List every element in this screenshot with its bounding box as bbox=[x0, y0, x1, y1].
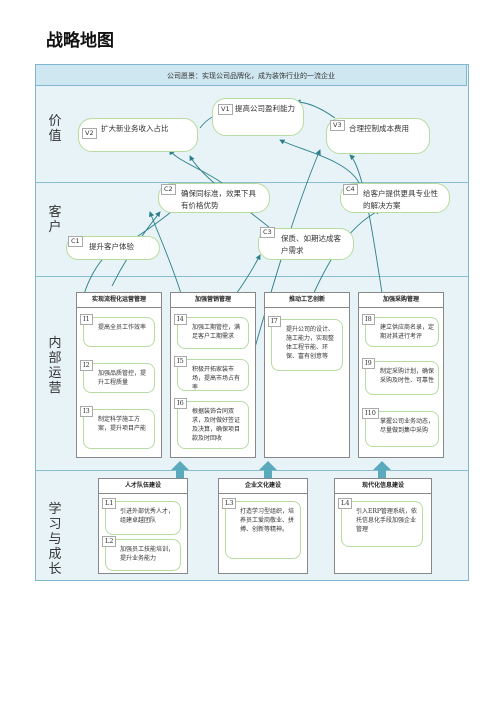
page-title: 战略地图 bbox=[46, 31, 114, 51]
objective-id-tag: I5 bbox=[174, 356, 187, 367]
panel-header: 人才队伍建设 bbox=[99, 479, 187, 494]
objective-l1: L1 引进外部优秀人才，组建卓越团队 bbox=[102, 498, 181, 535]
row-label-value: 价值 bbox=[48, 114, 62, 144]
objective-id-tag: C4 bbox=[343, 184, 358, 195]
objective-id-tag: I9 bbox=[362, 358, 375, 369]
objective-id-tag: I1 bbox=[80, 314, 93, 325]
up-arrow-icon bbox=[171, 461, 189, 479]
objective-id-tag: C2 bbox=[161, 184, 176, 195]
panel-header: 现代化信息建设 bbox=[335, 479, 431, 494]
objective-id-tag: L3 bbox=[222, 498, 237, 509]
objective-i4: I4 加强工期管控，满足客户工期需求 bbox=[174, 314, 249, 349]
panel-header: 加强营销管理 bbox=[171, 293, 255, 308]
objective-i1: I1 提高全员工作效率 bbox=[80, 314, 155, 347]
row-label-learning: 学习与成长 bbox=[48, 502, 62, 577]
panel-header: 实现流程化运营管理 bbox=[77, 293, 161, 308]
internal-panel-procurement: 加强采购管理 I8 建立供应商名录，定期对其进行考评 I9 制定采购计划，确保采… bbox=[358, 292, 444, 458]
objective-id-tag: V1 bbox=[218, 104, 233, 115]
objective-id-tag: I10 bbox=[362, 408, 379, 419]
objective-i8: I8 建立供应商名录，定期对其进行考评 bbox=[362, 314, 439, 347]
objective-l4: L4 引入ERP管理系统，依托信息化手段加强企业管理 bbox=[338, 498, 423, 547]
objective-id-tag: I2 bbox=[80, 360, 93, 371]
objective-id-tag: L2 bbox=[102, 536, 117, 547]
objective-id-tag: V3 bbox=[330, 120, 345, 131]
customer-objective-c2: 确保同标准，效果下具有价格优势 bbox=[158, 183, 270, 213]
row-divider bbox=[35, 276, 469, 277]
objective-id-tag: L1 bbox=[102, 498, 117, 509]
objective-id-tag: I3 bbox=[80, 406, 93, 417]
objective-id-tag: I7 bbox=[268, 316, 281, 327]
objective-i6: I6 根据装饰合同双求，及时做好签证及决算，确保项目款及时回收 bbox=[174, 398, 249, 449]
learning-panel-information: 现代化信息建设 L4 引入ERP管理系统，依托信息化手段加强企业管理 bbox=[334, 478, 432, 574]
objective-id-tag: C3 bbox=[260, 227, 275, 238]
row-label-customer: 客户 bbox=[48, 205, 62, 235]
objective-id-tag: I6 bbox=[174, 398, 187, 409]
internal-panel-marketing: 加强营销管理 I4 加强工期管控，满足客户工期需求 I5 积极开拓家装市场，提高… bbox=[170, 292, 256, 458]
panel-header: 企业文化建设 bbox=[219, 479, 307, 494]
row-label-internal: 内部运营 bbox=[48, 336, 62, 396]
objective-i10: I10 掌握公司业务动态，尽量做到集中采购 bbox=[362, 408, 439, 447]
objective-i7: I7 提升公司的设计、施工能力，实现整体工程节能、环保、富有创意等 bbox=[268, 316, 343, 371]
objective-l2: L2 加强员工技能培训，提升业务能力 bbox=[102, 536, 181, 571]
panel-header: 加强采购管理 bbox=[359, 293, 443, 308]
vision-bar: 公司愿景：实现公司品牌化，成为装饰行业的一流企业 bbox=[35, 64, 467, 86]
objective-id-tag: I4 bbox=[174, 314, 187, 325]
internal-panel-process: 实现流程化运营管理 I1 提高全员工作效率 I2 加强品质管控，提升工程质量 I… bbox=[76, 292, 162, 458]
objective-id-tag: I8 bbox=[362, 314, 375, 325]
objective-l3: L3 打造学习型组织，培养员工爱岗敬业、拼搏、创新等精神。 bbox=[222, 498, 301, 559]
learning-panel-talent: 人才队伍建设 L1 引进外部优秀人才，组建卓越团队 L2 加强员工技能培训，提升… bbox=[98, 478, 188, 574]
learning-panel-culture: 企业文化建设 L3 打造学习型组织，培养员工爱岗敬业、拼搏、创新等精神。 bbox=[218, 478, 308, 574]
objective-id-tag: V2 bbox=[82, 128, 97, 139]
objective-id-tag: L4 bbox=[338, 498, 353, 509]
up-arrow-icon bbox=[259, 461, 277, 479]
value-objective-v2: 扩大新业务收入占比 bbox=[78, 118, 198, 152]
objective-i5: I5 积极开拓家装市场，提高市场占有率 bbox=[174, 356, 249, 391]
objective-i3: I3 制定科学施工方案，提升项目产能 bbox=[80, 406, 155, 449]
objective-i2: I2 加强品质管控，提升工程质量 bbox=[80, 360, 155, 393]
customer-objective-c4: 给客户提供更具专业性的解决方案 bbox=[340, 183, 450, 213]
objective-i9: I9 制定采购计划，确保采购及时性、可靠性 bbox=[362, 358, 439, 395]
up-arrow-icon bbox=[373, 461, 391, 479]
row-divider bbox=[35, 470, 469, 471]
internal-panel-innovation: 推动工艺创新 I7 提升公司的设计、施工能力，实现整体工程节能、环保、富有创意等 bbox=[264, 292, 350, 458]
objective-id-tag: C1 bbox=[68, 236, 83, 247]
panel-header: 推动工艺创新 bbox=[265, 293, 349, 308]
